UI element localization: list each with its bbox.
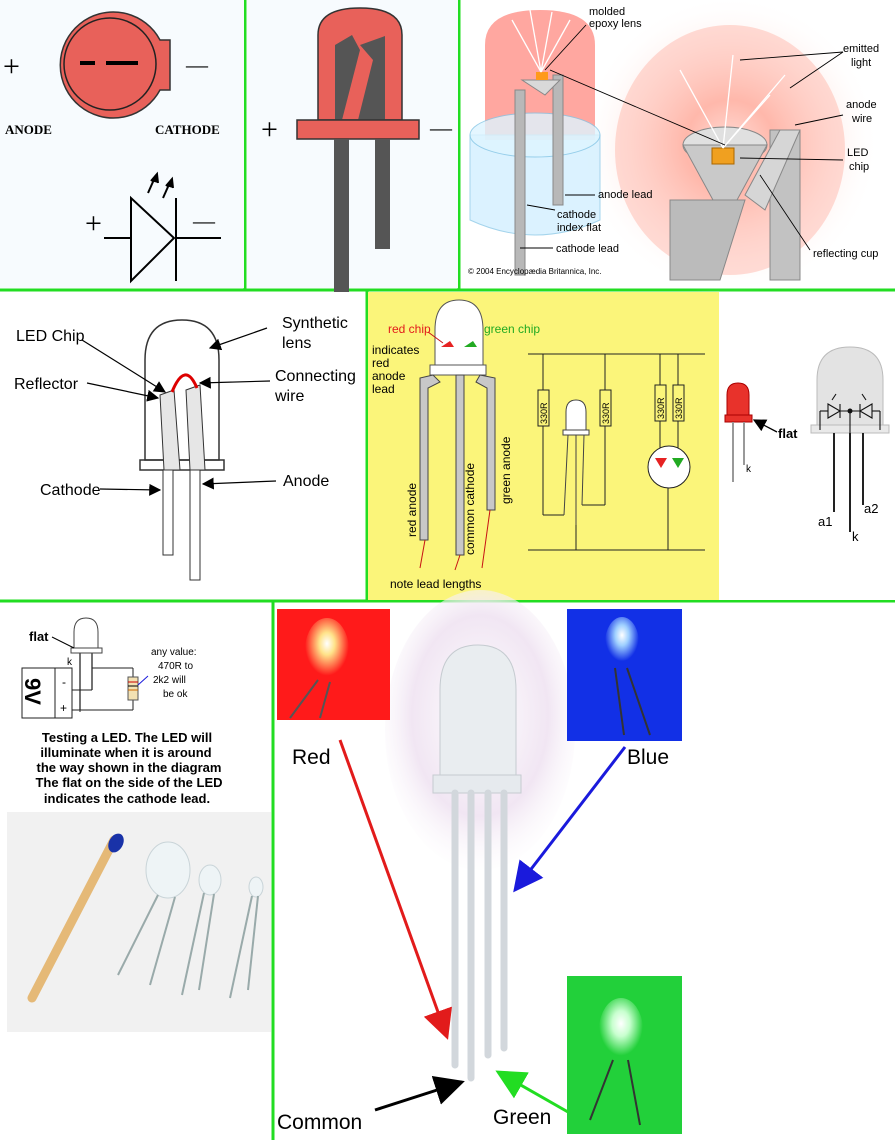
cathode-index-label-1: cathode [557,209,596,221]
epoxy-lens-label: epoxy lens [589,18,642,30]
panel-bicolour-symbol: a1 a2 k [810,346,890,544]
caption-line-4: The flat on the side of the LED [35,775,222,790]
panel-led-structure: LED Chip Reflector Cathode Synthetic len… [0,292,365,599]
led-chip-label-1: LED [847,147,868,159]
caption-line-2: illuminate when it is around [40,745,211,760]
cathode-lead-label: cathode lead [556,243,619,255]
resistor-4-label: 330R [674,397,684,419]
k-label: k [852,529,859,544]
panel-led-side-view: + — [247,0,458,299]
green-label: Green [493,1106,551,1129]
led-chip-label-2: chip [849,161,869,173]
led-chip-label: LED Chip [16,328,85,345]
copyright-label: © 2004 Encyclopædia Britannica, Inc. [468,267,602,276]
reflector-label: Reflector [14,376,79,393]
connecting-label: Connecting [275,368,356,385]
red-anode-label: red anode [405,483,419,537]
note-lead-lengths-label: note lead lengths [390,577,481,591]
any-value-label: any value: [151,647,197,658]
symbol-minus-sign: — [192,208,216,233]
red-label: Red [292,746,331,769]
green-chip-label: green chip [484,322,540,336]
anode-label: ANODE [5,122,52,137]
diode-symbol [104,171,221,284]
indicates-anode-label: anode [372,369,406,383]
green-anode-label: green anode [499,436,513,504]
indicates-lead-label: lead [372,382,395,396]
k-label: k [67,657,73,668]
indicates-label: indicates [372,343,419,357]
flat-label: flat [29,629,49,644]
resistor-1-label: 330R [539,402,549,424]
anode-plus-sign: + [3,50,20,83]
range3-label: be ok [163,689,188,700]
resistor-3-label: 330R [656,397,666,419]
common-label: Common [277,1111,362,1134]
molded-label: molded [589,6,625,18]
cathode-label: CATHODE [155,122,220,137]
battery-label: 9V [20,678,45,705]
blue-label: Blue [627,746,669,769]
caption-line-5: indicates the cathode lead. [44,791,210,806]
side-plus-sign: + [261,113,278,146]
anode-lead-label: anode lead [598,189,652,201]
panel-red-led-flat: flat k [724,382,798,482]
k-label: k [746,464,752,475]
led-size-photo [7,812,271,1032]
flat-label: flat [778,426,798,441]
symbol-plus-sign: + [85,207,102,240]
anode-wire-label-2: wire [851,113,872,125]
resistor-2-label: 330R [601,402,611,424]
range2-label: 2k2 will [153,675,186,686]
anode-wire-label-1: anode [846,99,877,111]
wire-label: wire [274,388,304,405]
anode-label: Anode [283,473,329,490]
panel-rgb-led: Red Blue Common Green [275,590,895,1140]
emitted-label: emitted [843,43,879,55]
bicolour-circuit [528,353,705,551]
side-minus-sign: — [429,115,453,140]
light-label: light [851,57,871,69]
synthetic-label: Synthetic [282,315,348,332]
cathode-label: Cathode [40,482,101,499]
battery-plus: + [60,701,67,715]
caption-line-1: Testing a LED. The LED will [42,730,212,745]
panel-led-top-view: + — ANODE CATHODE + — [0,0,244,288]
panel-bicolour-led: red chip green chip indicates red anode … [368,292,895,600]
red-chip-label: red chip [388,322,431,336]
cathode-minus-sign: — [185,52,209,77]
a1-label: a1 [818,514,832,529]
indicates-red-label: red [372,356,389,370]
a2-label: a2 [864,501,878,516]
cathode-index-label-2: index flat [557,222,601,234]
reflecting-cup-label: reflecting cup [813,248,878,260]
range1-label: 470R to [158,661,193,672]
battery-minus: - [62,675,66,689]
caption-line-3: the way shown in the diagram [37,760,222,775]
common-cathode-label: common cathode [463,463,477,555]
panel-britannica-diagram: molded epoxy lens emitted light anode wi… [461,0,895,295]
lens-label: lens [282,335,311,352]
panel-testing-led: flat k 9V - + any value: 470R to 2k2 wil… [0,603,271,1140]
